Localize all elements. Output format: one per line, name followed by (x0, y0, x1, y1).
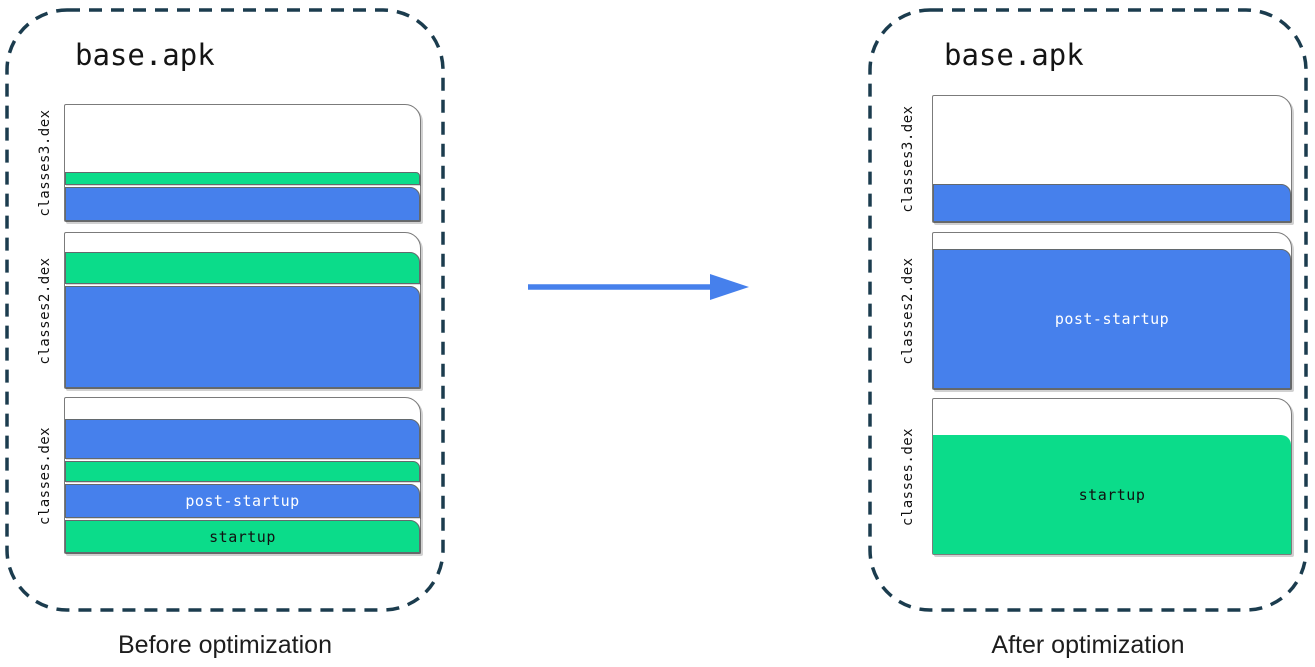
segment-label: startup (1078, 485, 1146, 504)
dex-segment-blue (65, 187, 420, 221)
dex-segment-green (65, 252, 420, 284)
segment-stack: post-startup startup (65, 398, 420, 553)
file-row-classes2-dex: classes2.dex post-startup (868, 232, 1308, 390)
dex-page: startup (932, 398, 1292, 555)
file-row-classes-dex: classes.dex post-startup startup (5, 397, 445, 554)
file-row-classes3-dex: classes3.dex (868, 95, 1308, 223)
file-name-label: classes.dex (900, 427, 916, 526)
dex-segment-green: startup (933, 435, 1291, 554)
dashed-container-outline (5, 8, 445, 612)
file-row-classes3-dex: classes3.dex (5, 104, 445, 222)
file-name-label: classes.dex (37, 426, 53, 525)
file-name-label: classes2.dex (37, 256, 53, 365)
apk-title: base.apk (75, 38, 215, 72)
dex-segment-green: startup (65, 520, 420, 553)
dex-page (64, 232, 421, 389)
dex-page: post-startup startup (64, 397, 421, 554)
segment-stack (65, 233, 420, 388)
caption-before-optimization: Before optimization (117, 631, 332, 659)
caption-after-optimization: After optimization (991, 631, 1185, 659)
file-row-classes-dex: classes.dex startup (868, 398, 1308, 555)
dex-segment-blue (933, 184, 1291, 222)
dex-segment-green (65, 461, 420, 482)
dex-segment-green (65, 172, 420, 185)
segment-label: post-startup (185, 492, 300, 510)
dex-segment-blue (65, 419, 420, 459)
file-name-label: classes3.dex (900, 105, 916, 213)
dex-page: post-startup (932, 232, 1292, 390)
segment-stack (933, 96, 1291, 222)
panel-before-optimization: base.apk classes3.dex classes2.dex class… (5, 8, 445, 612)
segment-label: startup (209, 527, 276, 546)
right-arrow-icon (528, 274, 749, 300)
dex-page (64, 104, 421, 222)
dex-segment-blue: post-startup (933, 249, 1291, 389)
dex-segment-blue (65, 286, 420, 388)
apk-title: base.apk (944, 38, 1084, 72)
file-name-label: classes2.dex (900, 257, 916, 365)
segment-stack: post-startup (933, 233, 1291, 389)
segment-stack (65, 105, 420, 221)
file-row-classes2-dex: classes2.dex (5, 232, 445, 389)
panel-after-optimization: base.apk classes3.dex classes2.dex post-… (868, 8, 1308, 612)
dex-page (932, 95, 1292, 223)
dashed-container-outline (868, 8, 1308, 612)
segment-label: post-startup (1054, 310, 1170, 328)
segment-stack: startup (933, 399, 1291, 554)
dex-segment-blue: post-startup (65, 484, 420, 518)
file-name-label: classes3.dex (37, 109, 53, 217)
